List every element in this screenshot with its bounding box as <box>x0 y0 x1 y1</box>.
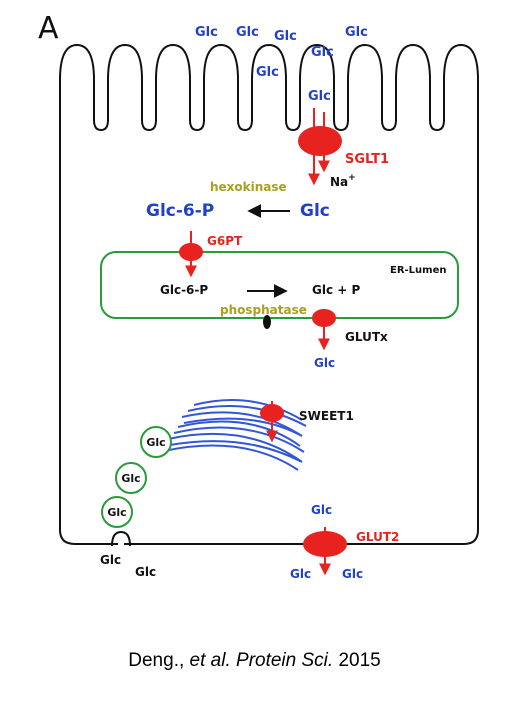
vesicle-2: Glc <box>115 462 147 494</box>
citation-year: 2015 <box>333 650 381 671</box>
er-lumen <box>100 251 459 319</box>
sodium-ion-label: Na+ <box>330 173 356 189</box>
sglt1-transporter <box>298 126 342 156</box>
glut2-label: GLUT2 <box>356 530 399 544</box>
glc-released-er: Glc <box>314 356 335 370</box>
cell-membrane <box>59 43 479 545</box>
er-glc-plus-p: Glc + P <box>312 283 360 297</box>
sglt1-label: SGLT1 <box>345 152 389 167</box>
glc-lumen-5: Glc <box>311 45 334 60</box>
vesicle-1: Glc <box>140 426 172 458</box>
g6pt-label: G6PT <box>207 234 243 248</box>
hexokinase-label: hexokinase <box>210 180 287 194</box>
vesicle-glc-2: Glc <box>121 472 140 485</box>
glc-exocytosis-2: Glc <box>135 565 156 579</box>
vesicle-glc-1: Glc <box>146 436 165 449</box>
glc-above-glut2: Glc <box>311 503 332 517</box>
glutx-label: GLUTx <box>345 330 388 344</box>
exocytosis-vesicle <box>111 530 131 547</box>
phosphatase-enzyme <box>263 315 271 329</box>
glc-exocytosis-1: Glc <box>100 553 121 567</box>
glc-lumen-4: Glc <box>345 25 368 40</box>
citation-journal: Protein Sci. <box>236 650 334 671</box>
citation-author: Deng., <box>128 650 190 671</box>
sweet1-label: SWEET1 <box>299 409 354 423</box>
glc-lumen-7: Glc <box>308 89 331 104</box>
glc-lumen-1: Glc <box>195 25 218 40</box>
glc-6-p-cytosol: Glc-6-P <box>146 201 214 221</box>
phosphatase-label: phosphatase <box>220 303 307 317</box>
golgi-apparatus <box>163 399 307 471</box>
citation-caption: Deng., et al. Protein Sci. 2015 <box>0 650 509 672</box>
er-lumen-label: ER-Lumen <box>390 265 447 276</box>
glc-cytosol: Glc <box>300 201 330 221</box>
glc-lumen-3: Glc <box>274 29 297 44</box>
glc-below-glut2-left: Glc <box>290 567 311 581</box>
panel-letter: A <box>38 11 59 46</box>
vesicle-glc-3: Glc <box>107 506 126 519</box>
citation-etal: et al. <box>189 650 231 671</box>
er-glc-6-p: Glc-6-P <box>160 283 208 297</box>
glc-lumen-2: Glc <box>236 25 259 40</box>
glc-below-glut2-right: Glc <box>342 567 363 581</box>
vesicle-3: Glc <box>101 496 133 528</box>
glc-lumen-6: Glc <box>256 65 279 80</box>
